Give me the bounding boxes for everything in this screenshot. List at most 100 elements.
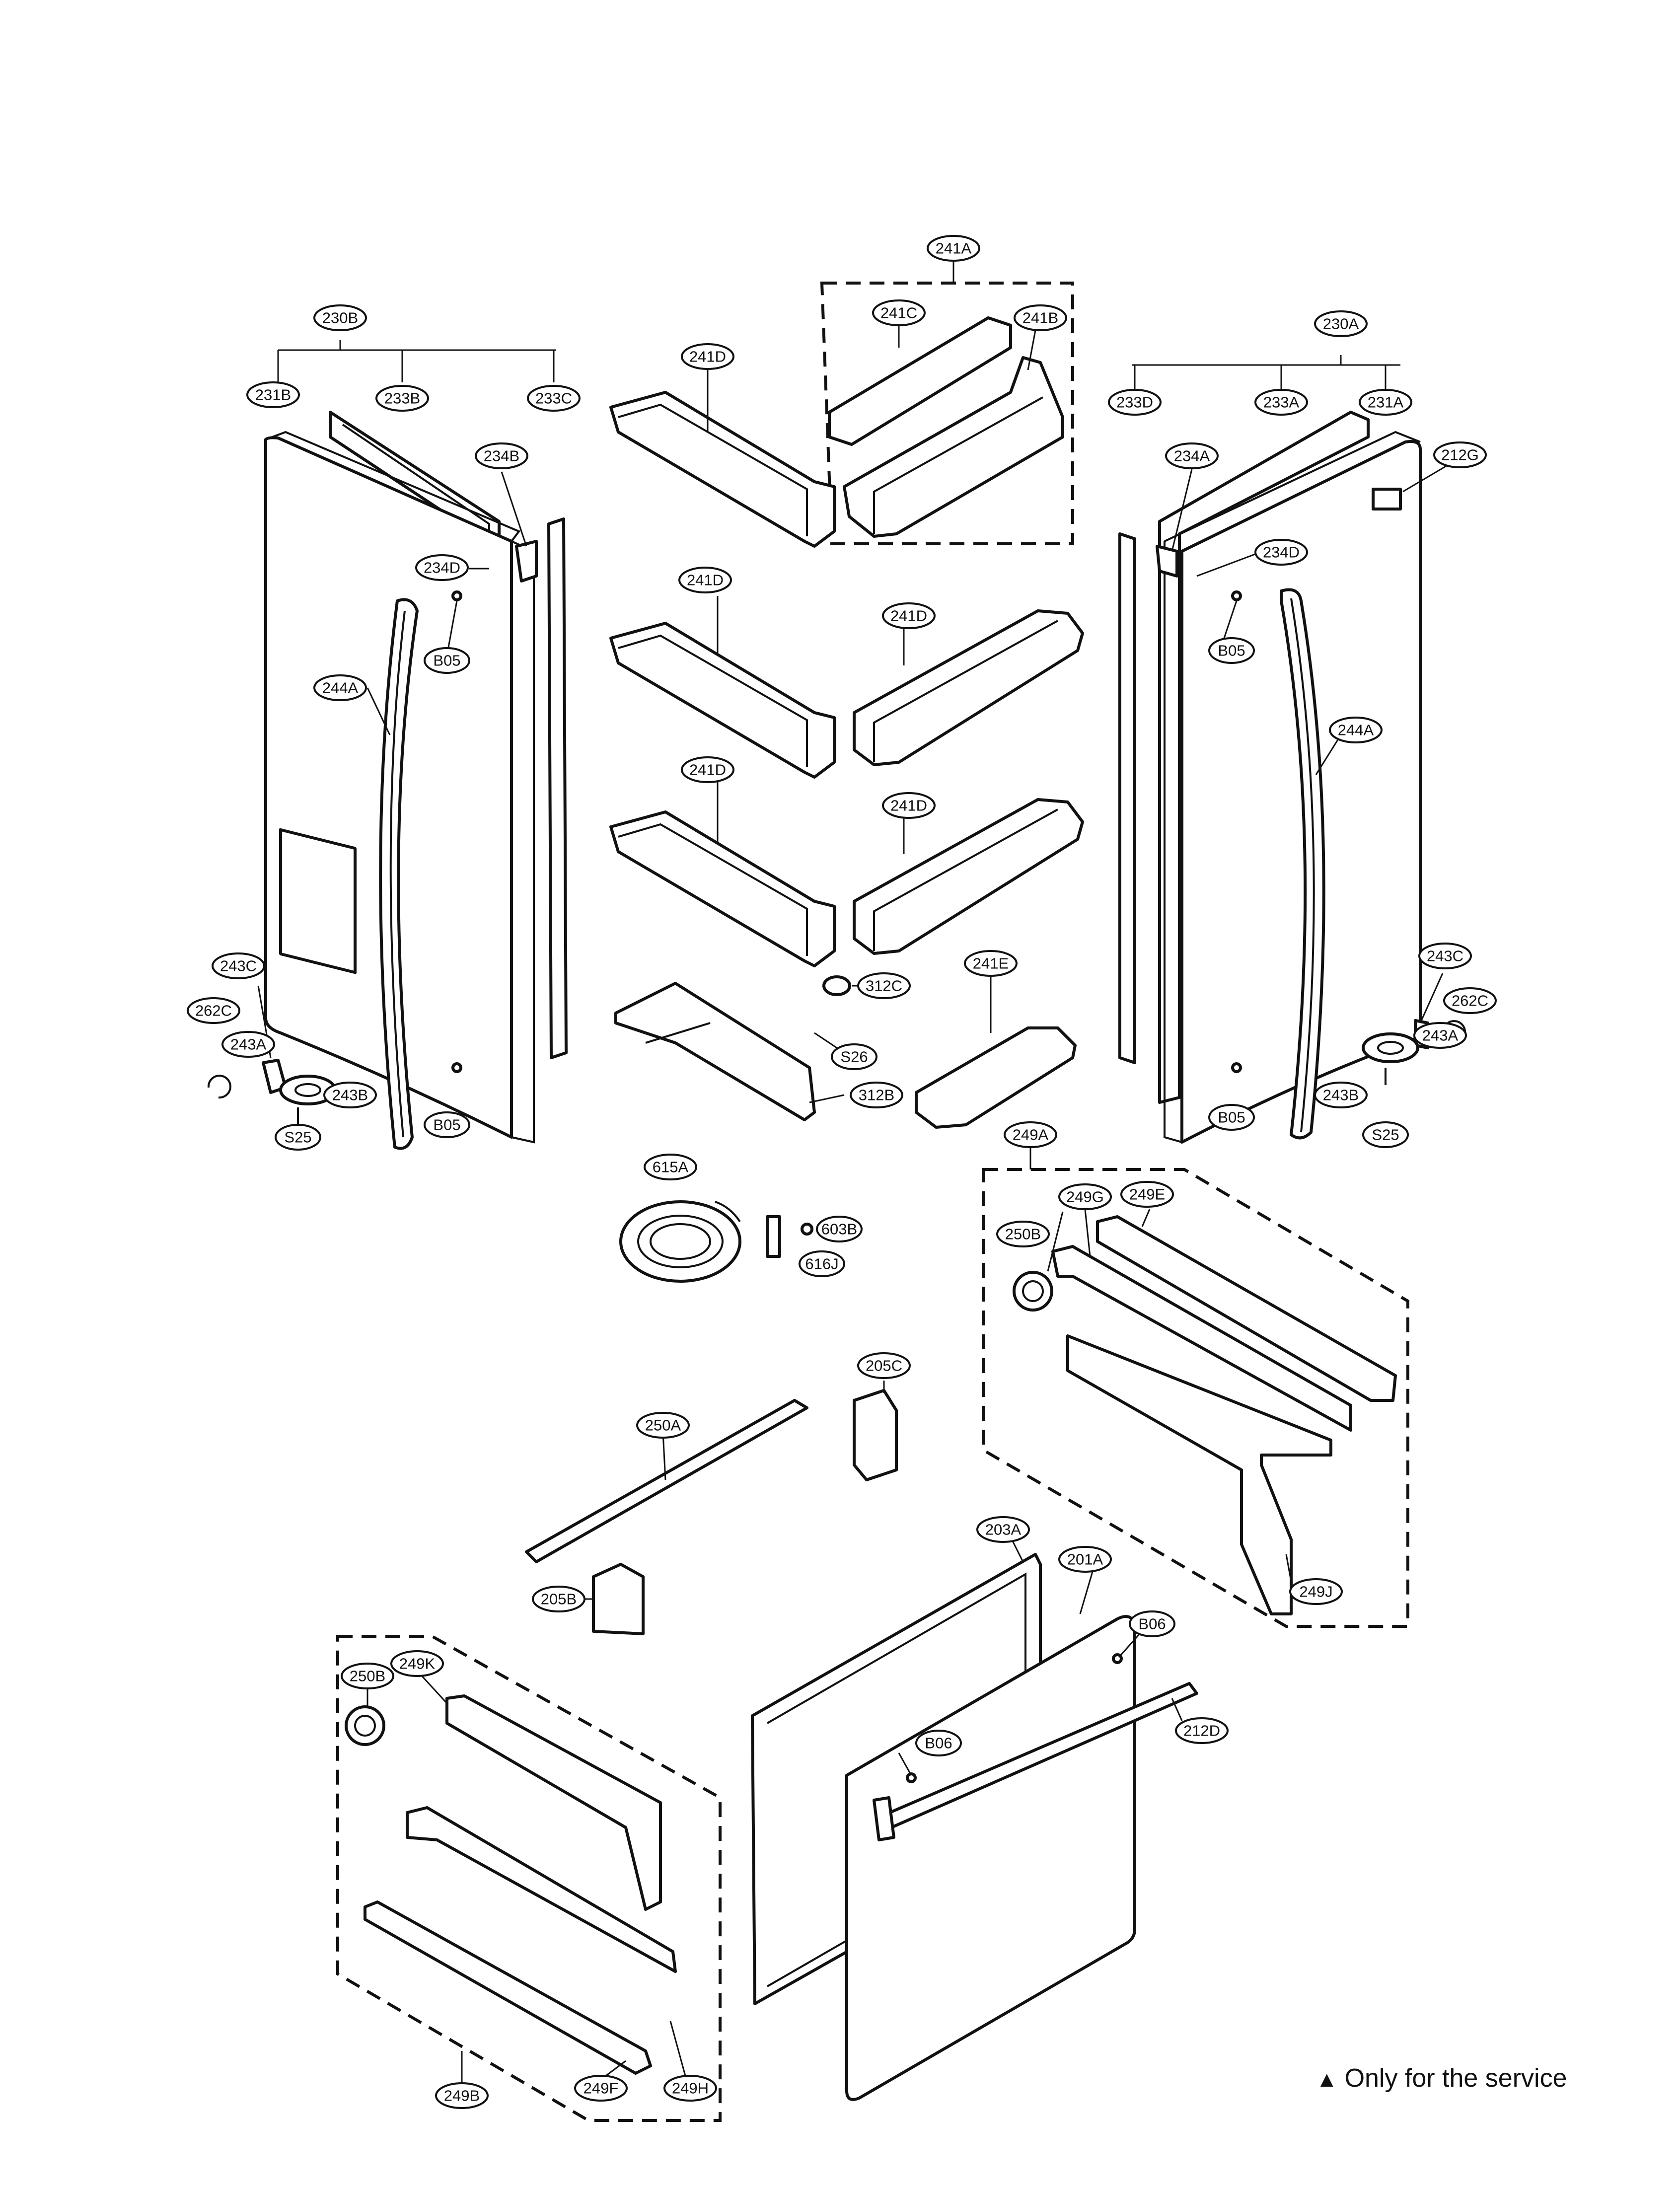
- svg-text:249J: 249J: [1299, 1583, 1332, 1601]
- callout-249k: 249K: [390, 1650, 444, 1677]
- service-note: ▲Only for the service: [1316, 2063, 1567, 2093]
- svg-text:262C: 262C: [195, 1002, 232, 1020]
- svg-text:233C: 233C: [535, 390, 572, 407]
- svg-text:241D: 241D: [689, 348, 726, 365]
- svg-text:250B: 250B: [350, 1668, 385, 1685]
- svg-text:B06: B06: [925, 1735, 952, 1752]
- svg-text:231B: 231B: [255, 386, 291, 404]
- svg-text:241A: 241A: [936, 240, 972, 257]
- callout-205b: 205B: [532, 1586, 585, 1612]
- callout-249f: 249F: [574, 2075, 628, 2102]
- callout-312c: 312C: [857, 972, 911, 999]
- callout-b05-right-bottom: B05: [1208, 1104, 1255, 1131]
- callout-250a: 250A: [636, 1412, 690, 1439]
- svg-text:243B: 243B: [332, 1087, 368, 1104]
- bin-group-241a-box: [820, 282, 1074, 545]
- callout-234d-left: 234D: [415, 554, 469, 581]
- drawer-rail-left: [336, 1635, 722, 2122]
- svg-text:230B: 230B: [322, 309, 358, 327]
- callout-233c: 233C: [527, 385, 581, 412]
- svg-text:249G: 249G: [1066, 1188, 1104, 1206]
- svg-text:249K: 249K: [399, 1655, 436, 1673]
- svg-text:241E: 241E: [973, 955, 1009, 972]
- svg-text:S25: S25: [284, 1129, 311, 1146]
- callout-262c-left: 262C: [187, 997, 240, 1024]
- svg-text:203A: 203A: [985, 1521, 1022, 1538]
- callout-250b-left: 250B: [341, 1663, 394, 1689]
- callout-233d: 233D: [1108, 389, 1162, 416]
- svg-text:241B: 241B: [1023, 309, 1058, 327]
- svg-text:230A: 230A: [1323, 315, 1359, 333]
- strip-250a: [525, 1399, 808, 1563]
- svg-text:S25: S25: [1372, 1126, 1399, 1144]
- svg-text:234A: 234A: [1174, 447, 1210, 465]
- callout-205c: 205C: [857, 1352, 911, 1379]
- svg-text:B05: B05: [433, 652, 460, 669]
- callout-243a-left: 243A: [221, 1031, 275, 1058]
- svg-text:249F: 249F: [584, 2080, 619, 2097]
- callout-203a: 203A: [976, 1516, 1030, 1543]
- callout-241d-2: 241D: [678, 567, 732, 593]
- callout-b06-left: B06: [915, 1730, 962, 1756]
- svg-text:243C: 243C: [220, 957, 257, 975]
- callout-615a: 615A: [644, 1154, 697, 1180]
- svg-text:B05: B05: [1218, 642, 1245, 659]
- callout-616j: 616J: [799, 1250, 845, 1277]
- callout-603b: 603B: [816, 1216, 863, 1242]
- svg-text:B05: B05: [433, 1116, 460, 1134]
- callout-243b-left: 243B: [323, 1082, 377, 1108]
- wiring-parts: [619, 1200, 813, 1283]
- svg-text:241D: 241D: [890, 607, 927, 625]
- callout-241d-4: 241D: [681, 756, 734, 783]
- callout-249b: 249B: [435, 2082, 489, 2109]
- callout-249j: 249J: [1289, 1578, 1343, 1605]
- svg-text:233A: 233A: [1263, 394, 1300, 411]
- svg-text:234D: 234D: [1263, 544, 1300, 561]
- svg-text:212D: 212D: [1183, 1722, 1220, 1740]
- svg-text:205B: 205B: [541, 1591, 577, 1608]
- svg-text:603B: 603B: [821, 1221, 857, 1238]
- svg-text:312B: 312B: [859, 1087, 894, 1104]
- callout-233b: 233B: [375, 385, 429, 412]
- callout-233a: 233A: [1254, 389, 1308, 416]
- left-door-handle: [379, 598, 419, 1150]
- svg-text:205C: 205C: [866, 1357, 902, 1375]
- callout-262c-right: 262C: [1443, 987, 1497, 1014]
- bracket-205b: [592, 1563, 645, 1635]
- door-bins: [609, 261, 1084, 1129]
- left-door-strip: [547, 517, 568, 1059]
- callout-241e: 241E: [964, 950, 1018, 977]
- svg-text:249A: 249A: [1013, 1126, 1049, 1144]
- svg-text:241D: 241D: [689, 761, 726, 779]
- service-triangle-icon: ▲: [1316, 2067, 1338, 2092]
- callout-b05-right-top: B05: [1208, 637, 1255, 664]
- callout-201a: 201A: [1058, 1546, 1112, 1573]
- callout-241b: 241B: [1014, 304, 1067, 331]
- callout-212d: 212D: [1175, 1717, 1229, 1744]
- callouts: 241A 241C 241B 230B 241D 230A 231B 233B …: [187, 235, 1497, 2109]
- callout-249e: 249E: [1120, 1181, 1174, 1208]
- callout-249g: 249G: [1058, 1183, 1112, 1210]
- svg-text:B05: B05: [1218, 1109, 1245, 1126]
- callout-s25-right: S25: [1362, 1121, 1409, 1148]
- svg-text:231A: 231A: [1368, 394, 1404, 411]
- svg-text:244A: 244A: [322, 679, 359, 697]
- callout-243b-right: 243B: [1314, 1082, 1368, 1108]
- right-door-gasket: [1158, 411, 1370, 1104]
- callout-234d-right: 234D: [1254, 539, 1308, 566]
- right-door-strip: [1118, 532, 1136, 1064]
- svg-text:243B: 243B: [1323, 1087, 1359, 1104]
- callout-250b-right: 250B: [996, 1221, 1050, 1247]
- callout-s25-left: S25: [275, 1124, 321, 1151]
- svg-text:616J: 616J: [805, 1255, 838, 1273]
- svg-text:243A: 243A: [230, 1036, 267, 1053]
- svg-text:B06: B06: [1138, 1615, 1166, 1633]
- svg-text:S26: S26: [840, 1048, 868, 1066]
- svg-text:250A: 250A: [645, 1417, 681, 1434]
- drawer-rail-right: [982, 1147, 1409, 1628]
- callout-249h: 249H: [663, 2075, 717, 2102]
- svg-text:234B: 234B: [484, 447, 519, 465]
- svg-text:201A: 201A: [1067, 1551, 1103, 1568]
- svg-text:615A: 615A: [653, 1159, 689, 1176]
- service-note-text: Only for the service: [1344, 2064, 1567, 2093]
